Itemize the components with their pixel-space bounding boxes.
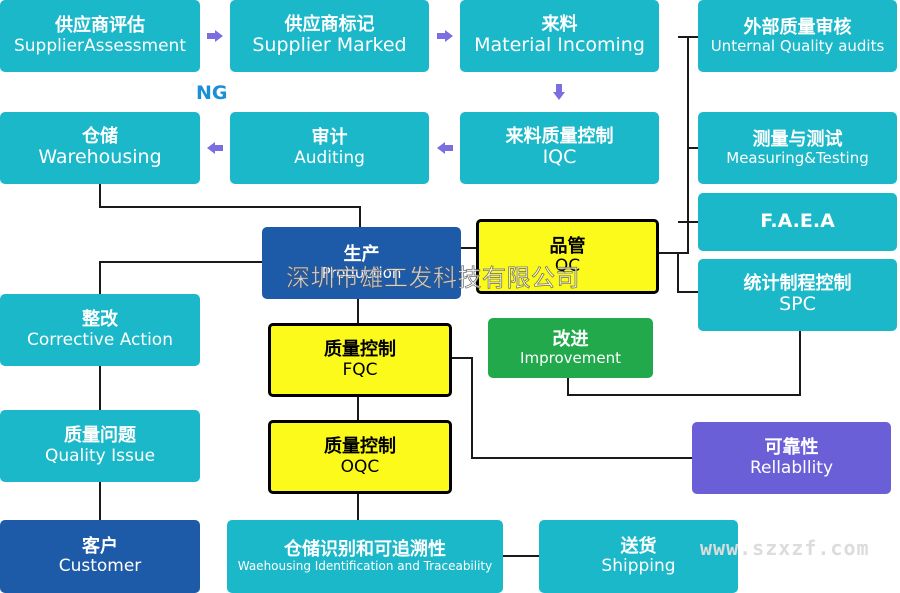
- external-audits-box: 外部质量审核 Unternal Quality audits: [698, 0, 897, 72]
- supplier-marked-zh: 供应商标记: [284, 14, 375, 36]
- supplier-assessment-box: 供应商评估 SupplierAssessment: [0, 0, 200, 72]
- traceability-en: Waehousing Identification and Traceabili…: [237, 558, 493, 573]
- iqc-en: IQC: [542, 146, 577, 169]
- iqc-box: 来料质量控制 IQC: [460, 112, 659, 184]
- measuring-zh: 测量与测试: [752, 128, 843, 150]
- purple-arrow-icon: [207, 142, 223, 154]
- quality-issue-box: 质量问题 Quality Issue: [0, 410, 200, 482]
- improvement-zh: 改进: [552, 328, 589, 350]
- website-url: www.szxzf.com: [700, 536, 870, 560]
- spc-en: SPC: [779, 293, 816, 316]
- material-incoming-en: Material Incoming: [474, 34, 645, 57]
- iqc-zh: 来料质量控制: [505, 126, 614, 148]
- traceability-zh: 仓储识别和可追溯性: [284, 538, 446, 560]
- measuring-box: 测量与测试 Measuring&Testing: [698, 112, 897, 184]
- quality-issue-zh: 质量问题: [64, 425, 136, 447]
- oqc-zh: 质量控制: [324, 436, 396, 458]
- purple-arrow-icon: [553, 84, 565, 100]
- fqc-box: 质量控制 FQC: [268, 323, 452, 397]
- warehousing-zh: 仓储: [82, 126, 118, 148]
- faea-box: F.A.E.A: [698, 193, 897, 251]
- reliability-box: 可靠性 Rellabllity: [692, 422, 891, 494]
- reliability-en: Rellabllity: [749, 457, 834, 478]
- external-audits-en: Unternal Quality audits: [710, 36, 885, 55]
- purple-arrow-icon: [437, 142, 453, 154]
- auditing-en: Auditing: [294, 147, 365, 168]
- customer-box: 客户 Customer: [0, 520, 200, 593]
- customer-zh: 客户: [82, 535, 118, 557]
- qc-box: 品管 QC: [476, 219, 659, 294]
- spc-zh: 统计制程控制: [743, 273, 852, 295]
- shipping-box: 送货 Shipping: [539, 520, 738, 593]
- warehousing-box: 仓储 Warehousing: [0, 112, 200, 184]
- purple-arrow-icon: [207, 30, 223, 42]
- material-incoming-box: 来料 Material Incoming: [460, 0, 659, 72]
- customer-en: Customer: [58, 556, 142, 577]
- improvement-en: Improvement: [520, 348, 621, 367]
- external-audits-zh: 外部质量审核: [743, 16, 852, 38]
- production-box: 生产 Production: [262, 227, 461, 299]
- warehousing-en: Warehousing: [38, 146, 162, 169]
- supplier-marked-box: 供应商标记 Supplier Marked: [230, 0, 429, 72]
- auditing-zh: 审计: [311, 127, 348, 149]
- supplier-assessment-en: SupplierAssessment: [13, 35, 187, 56]
- qc-zh: 品管: [549, 235, 586, 257]
- production-zh: 生产: [343, 243, 380, 265]
- production-en: Production: [321, 263, 402, 282]
- corrective-action-en: Corrective Action: [27, 329, 173, 350]
- oqc-box: 质量控制 OQC: [268, 420, 452, 494]
- traceability-box: 仓储识别和可追溯性 Waehousing Identification and …: [227, 520, 503, 593]
- supplier-assessment-zh: 供应商评估: [55, 15, 145, 37]
- oqc-en: OQC: [340, 456, 380, 477]
- purple-arrow-icon: [437, 30, 453, 42]
- improvement-box: 改进 Improvement: [488, 318, 653, 378]
- corrective-action-zh: 整改: [82, 309, 118, 331]
- corrective-action-box: 整改 Corrective Action: [0, 294, 200, 366]
- shipping-en: Shipping: [601, 556, 676, 577]
- shipping-zh: 送货: [620, 535, 657, 557]
- auditing-box: 审计 Auditing: [230, 112, 429, 184]
- reliability-zh: 可靠性: [764, 437, 819, 459]
- ng-label: NG: [196, 82, 228, 104]
- spc-box: 统计制程控制 SPC: [698, 259, 897, 331]
- quality-issue-en: Quality Issue: [44, 445, 156, 466]
- fqc-en: FQC: [342, 359, 378, 380]
- measuring-en: Measuring&Testing: [726, 148, 869, 167]
- faea-label: F.A.E.A: [760, 210, 835, 233]
- material-incoming-zh: 来料: [541, 14, 578, 36]
- supplier-marked-en: Supplier Marked: [252, 34, 407, 57]
- qc-en: QC: [554, 256, 581, 277]
- fqc-zh: 质量控制: [324, 339, 396, 361]
